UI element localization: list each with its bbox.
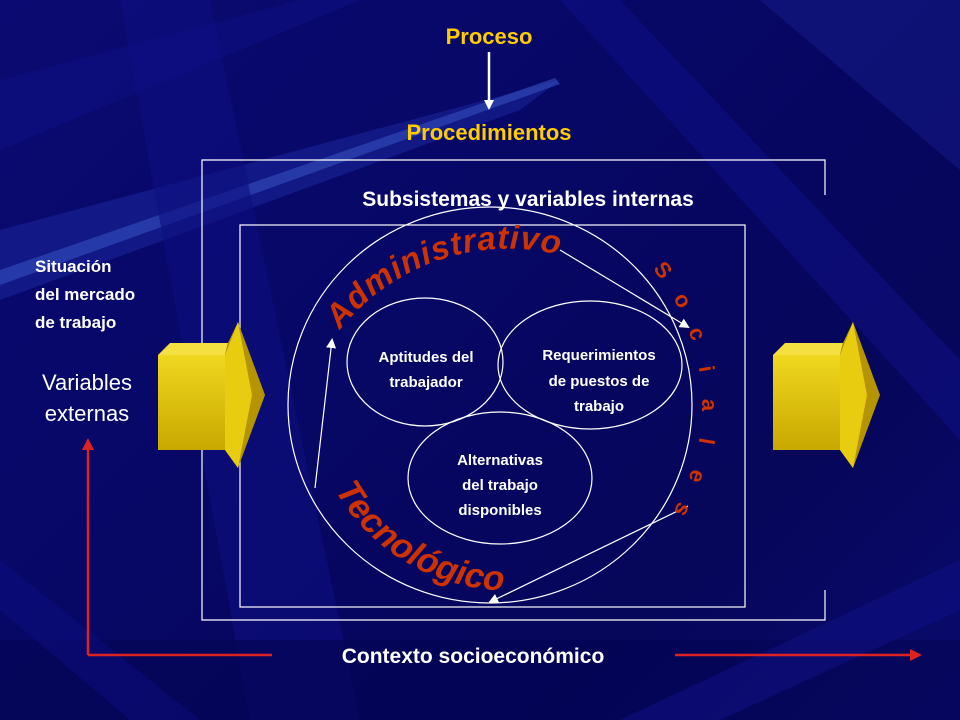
external-label-line-2: externas	[45, 401, 129, 426]
cycle-arrow-adm-soc	[559, 249, 690, 329]
cycle-arrow-tec-adm	[314, 338, 337, 489]
left-label-line-3: de trabajo	[35, 313, 116, 332]
sociales-letter: s	[669, 498, 697, 521]
circle-aptitudes-line-1: Aptitudes del	[378, 349, 473, 366]
sociales-letter: l	[694, 436, 720, 446]
left-label-line-1: Situación	[35, 257, 112, 276]
left-label-line-2: del mercado	[35, 285, 135, 304]
title: Proceso	[446, 24, 533, 49]
inner-title: Subsistemas y variables internas	[362, 188, 694, 211]
bottom-label: Contexto socioeconómico	[342, 645, 605, 668]
circle-aptitudes-line-2: trabajador	[389, 374, 463, 391]
circle-requerimientos-line-3: trabajo	[574, 398, 624, 415]
cycle-arrow-soc-tec	[488, 505, 689, 604]
sociales-letter: S	[649, 256, 678, 283]
circle-requerimientos-line-1: Requerimientos	[542, 347, 655, 364]
sociales-letter: a	[697, 399, 722, 412]
circle-alternativas-line-1: Alternativas	[457, 452, 543, 469]
block-arrow-left	[158, 322, 265, 468]
sociales-letter: o	[669, 288, 697, 312]
external-label-line-1: Variables	[42, 370, 132, 395]
circle-alternativas	[407, 411, 593, 545]
circle-requerimientos	[497, 300, 683, 430]
circle-alternativas-line-3: disponibles	[458, 502, 541, 519]
circle-requerimientos-line-2: de puestos de	[549, 373, 650, 390]
sociales-letter: i	[694, 364, 720, 374]
block-arrow-right	[773, 322, 880, 468]
sociales-letter: e	[684, 467, 712, 487]
circle-alternativas-line-2: del trabajo	[462, 477, 538, 494]
circle-aptitudes	[346, 297, 504, 427]
subtitle: Procedimientos	[406, 120, 571, 145]
